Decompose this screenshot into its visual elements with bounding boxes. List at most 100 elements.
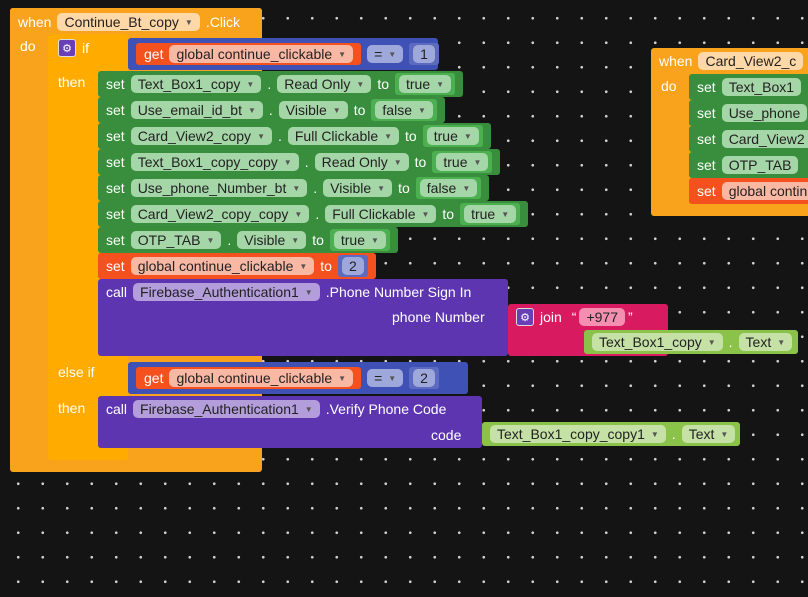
number-block[interactable]: 2 xyxy=(337,255,368,277)
property-dropdown[interactable]: Text▼ xyxy=(738,333,793,351)
variable-dropdown[interactable]: global continue_clickable▼ xyxy=(169,369,354,387)
boolean-block[interactable]: true▼ xyxy=(329,229,390,251)
boolean-block[interactable]: false▼ xyxy=(415,177,482,199)
component-dropdown[interactable]: Text_Box1 xyxy=(721,78,802,96)
chevron-down-icon[interactable]: ▼ xyxy=(388,373,397,383)
chevron-down-icon[interactable]: ▼ xyxy=(291,235,300,245)
chevron-down-icon[interactable]: ▼ xyxy=(473,157,482,167)
property-dropdown[interactable]: Read Only▼ xyxy=(314,153,409,171)
component-dropdown[interactable]: Card_View2_copy▼ xyxy=(130,127,272,145)
variable-dropdown[interactable]: global continue_clickable▼ xyxy=(169,45,354,63)
chevron-down-icon[interactable]: ▼ xyxy=(206,235,215,245)
gear-icon[interactable]: ⚙ xyxy=(58,39,76,57)
property-dropdown[interactable]: Read Only▼ xyxy=(277,75,372,93)
component-dropdown[interactable]: Use_phone xyxy=(721,104,808,122)
boolean-block[interactable]: true▼ xyxy=(395,73,456,95)
component-getter-block[interactable]: Text_Box1_copy_copy1▼.Text▼ xyxy=(482,422,740,446)
chevron-down-icon[interactable]: ▼ xyxy=(332,105,341,115)
chevron-down-icon[interactable]: ▼ xyxy=(304,404,313,414)
boolean-block[interactable]: true▼ xyxy=(460,203,521,225)
chevron-down-icon[interactable]: ▼ xyxy=(292,183,301,193)
chevron-down-icon[interactable]: ▼ xyxy=(720,429,729,439)
chevron-down-icon[interactable]: ▼ xyxy=(417,105,426,115)
boolean-block[interactable]: false▼ xyxy=(371,99,437,121)
boolean-block-field[interactable]: true▼ xyxy=(399,75,452,93)
boolean-block-field[interactable]: true▼ xyxy=(426,127,479,145)
boolean-block-field[interactable]: true▼ xyxy=(333,231,386,249)
property-dropdown[interactable]: Visible▼ xyxy=(237,231,307,249)
chevron-down-icon[interactable]: ▼ xyxy=(246,79,255,89)
event-component-dropdown[interactable]: Continue_Bt_copy▼ xyxy=(57,13,200,31)
join-header[interactable]: ⚙join“+977” xyxy=(508,304,668,330)
component-dropdown[interactable]: Text_Box1_copy_copy▼ xyxy=(130,153,299,171)
boolean-block-field[interactable]: false▼ xyxy=(375,101,433,119)
component-dropdown[interactable]: Firebase_Authentication1▼ xyxy=(133,283,320,301)
chevron-down-icon[interactable]: ▼ xyxy=(294,209,303,219)
property-dropdown[interactable]: Visible▼ xyxy=(323,179,393,197)
component-dropdown[interactable]: Card_View2 xyxy=(721,130,808,148)
chevron-down-icon[interactable]: ▼ xyxy=(388,49,397,59)
chevron-down-icon[interactable]: ▼ xyxy=(462,183,471,193)
component-getter-block[interactable]: Text_Box1_copy▼.Text▼ xyxy=(584,330,798,354)
chevron-down-icon[interactable]: ▼ xyxy=(371,235,379,245)
chevron-down-icon[interactable]: ▼ xyxy=(338,373,347,383)
component-dropdown[interactable]: OTP_TAB▼ xyxy=(130,231,222,249)
chevron-down-icon[interactable]: ▼ xyxy=(338,49,347,59)
component-dropdown[interactable]: Card_View2_copy_copy▼ xyxy=(130,205,310,223)
text-value[interactable]: +977 xyxy=(579,308,626,326)
chevron-down-icon[interactable]: ▼ xyxy=(777,337,786,347)
boolean-block-field[interactable]: true▼ xyxy=(436,153,489,171)
number-block[interactable]: 2 xyxy=(409,367,439,389)
chevron-down-icon[interactable]: ▼ xyxy=(463,131,472,141)
chevron-down-icon[interactable]: ▼ xyxy=(377,183,386,193)
property-dropdown[interactable]: Full Clickable▼ xyxy=(325,205,437,223)
text-block[interactable]: “+977” xyxy=(567,306,637,328)
property-dropdown[interactable]: Full Clickable▼ xyxy=(287,127,400,145)
gear-icon[interactable]: ⚙ xyxy=(516,308,534,326)
number-block-field[interactable]: 2 xyxy=(341,257,364,275)
chevron-down-icon[interactable]: ▼ xyxy=(299,261,308,271)
chevron-down-icon[interactable]: ▼ xyxy=(247,105,256,115)
boolean-block-field[interactable]: false▼ xyxy=(419,179,478,197)
boolean-block-field[interactable]: true▼ xyxy=(464,205,517,223)
component-dropdown[interactable]: Text_Box1_copy▼ xyxy=(130,75,262,93)
chevron-down-icon[interactable]: ▼ xyxy=(436,79,445,89)
chevron-down-icon[interactable]: ▼ xyxy=(650,429,659,439)
event-component-dropdown[interactable]: Card_View2_c xyxy=(698,52,804,70)
number-block[interactable]: 1 xyxy=(409,43,439,65)
chevron-down-icon[interactable]: ▼ xyxy=(257,131,265,141)
number-block-field[interactable]: 2 xyxy=(413,369,435,387)
operator-dropdown[interactable]: =▼ xyxy=(367,45,404,63)
chevron-down-icon[interactable]: ▼ xyxy=(707,337,716,347)
component-dropdown[interactable]: Use_email_id_bt▼ xyxy=(130,101,263,119)
component-dropdown[interactable]: Use_phone_Number_bt▼ xyxy=(130,179,308,197)
chevron-down-icon[interactable]: ▼ xyxy=(304,287,313,297)
property-dropdown[interactable]: Visible▼ xyxy=(278,101,348,119)
chevron-down-icon[interactable]: ▼ xyxy=(421,209,430,219)
component-dropdown[interactable]: Firebase_Authentication1▼ xyxy=(133,400,320,418)
chevron-down-icon[interactable]: ▼ xyxy=(356,79,365,89)
chevron-down-icon[interactable]: ▼ xyxy=(393,157,402,167)
component-dropdown[interactable]: Text_Box1_copy_copy1▼ xyxy=(490,425,666,443)
chevron-down-icon[interactable]: ▼ xyxy=(184,17,193,27)
